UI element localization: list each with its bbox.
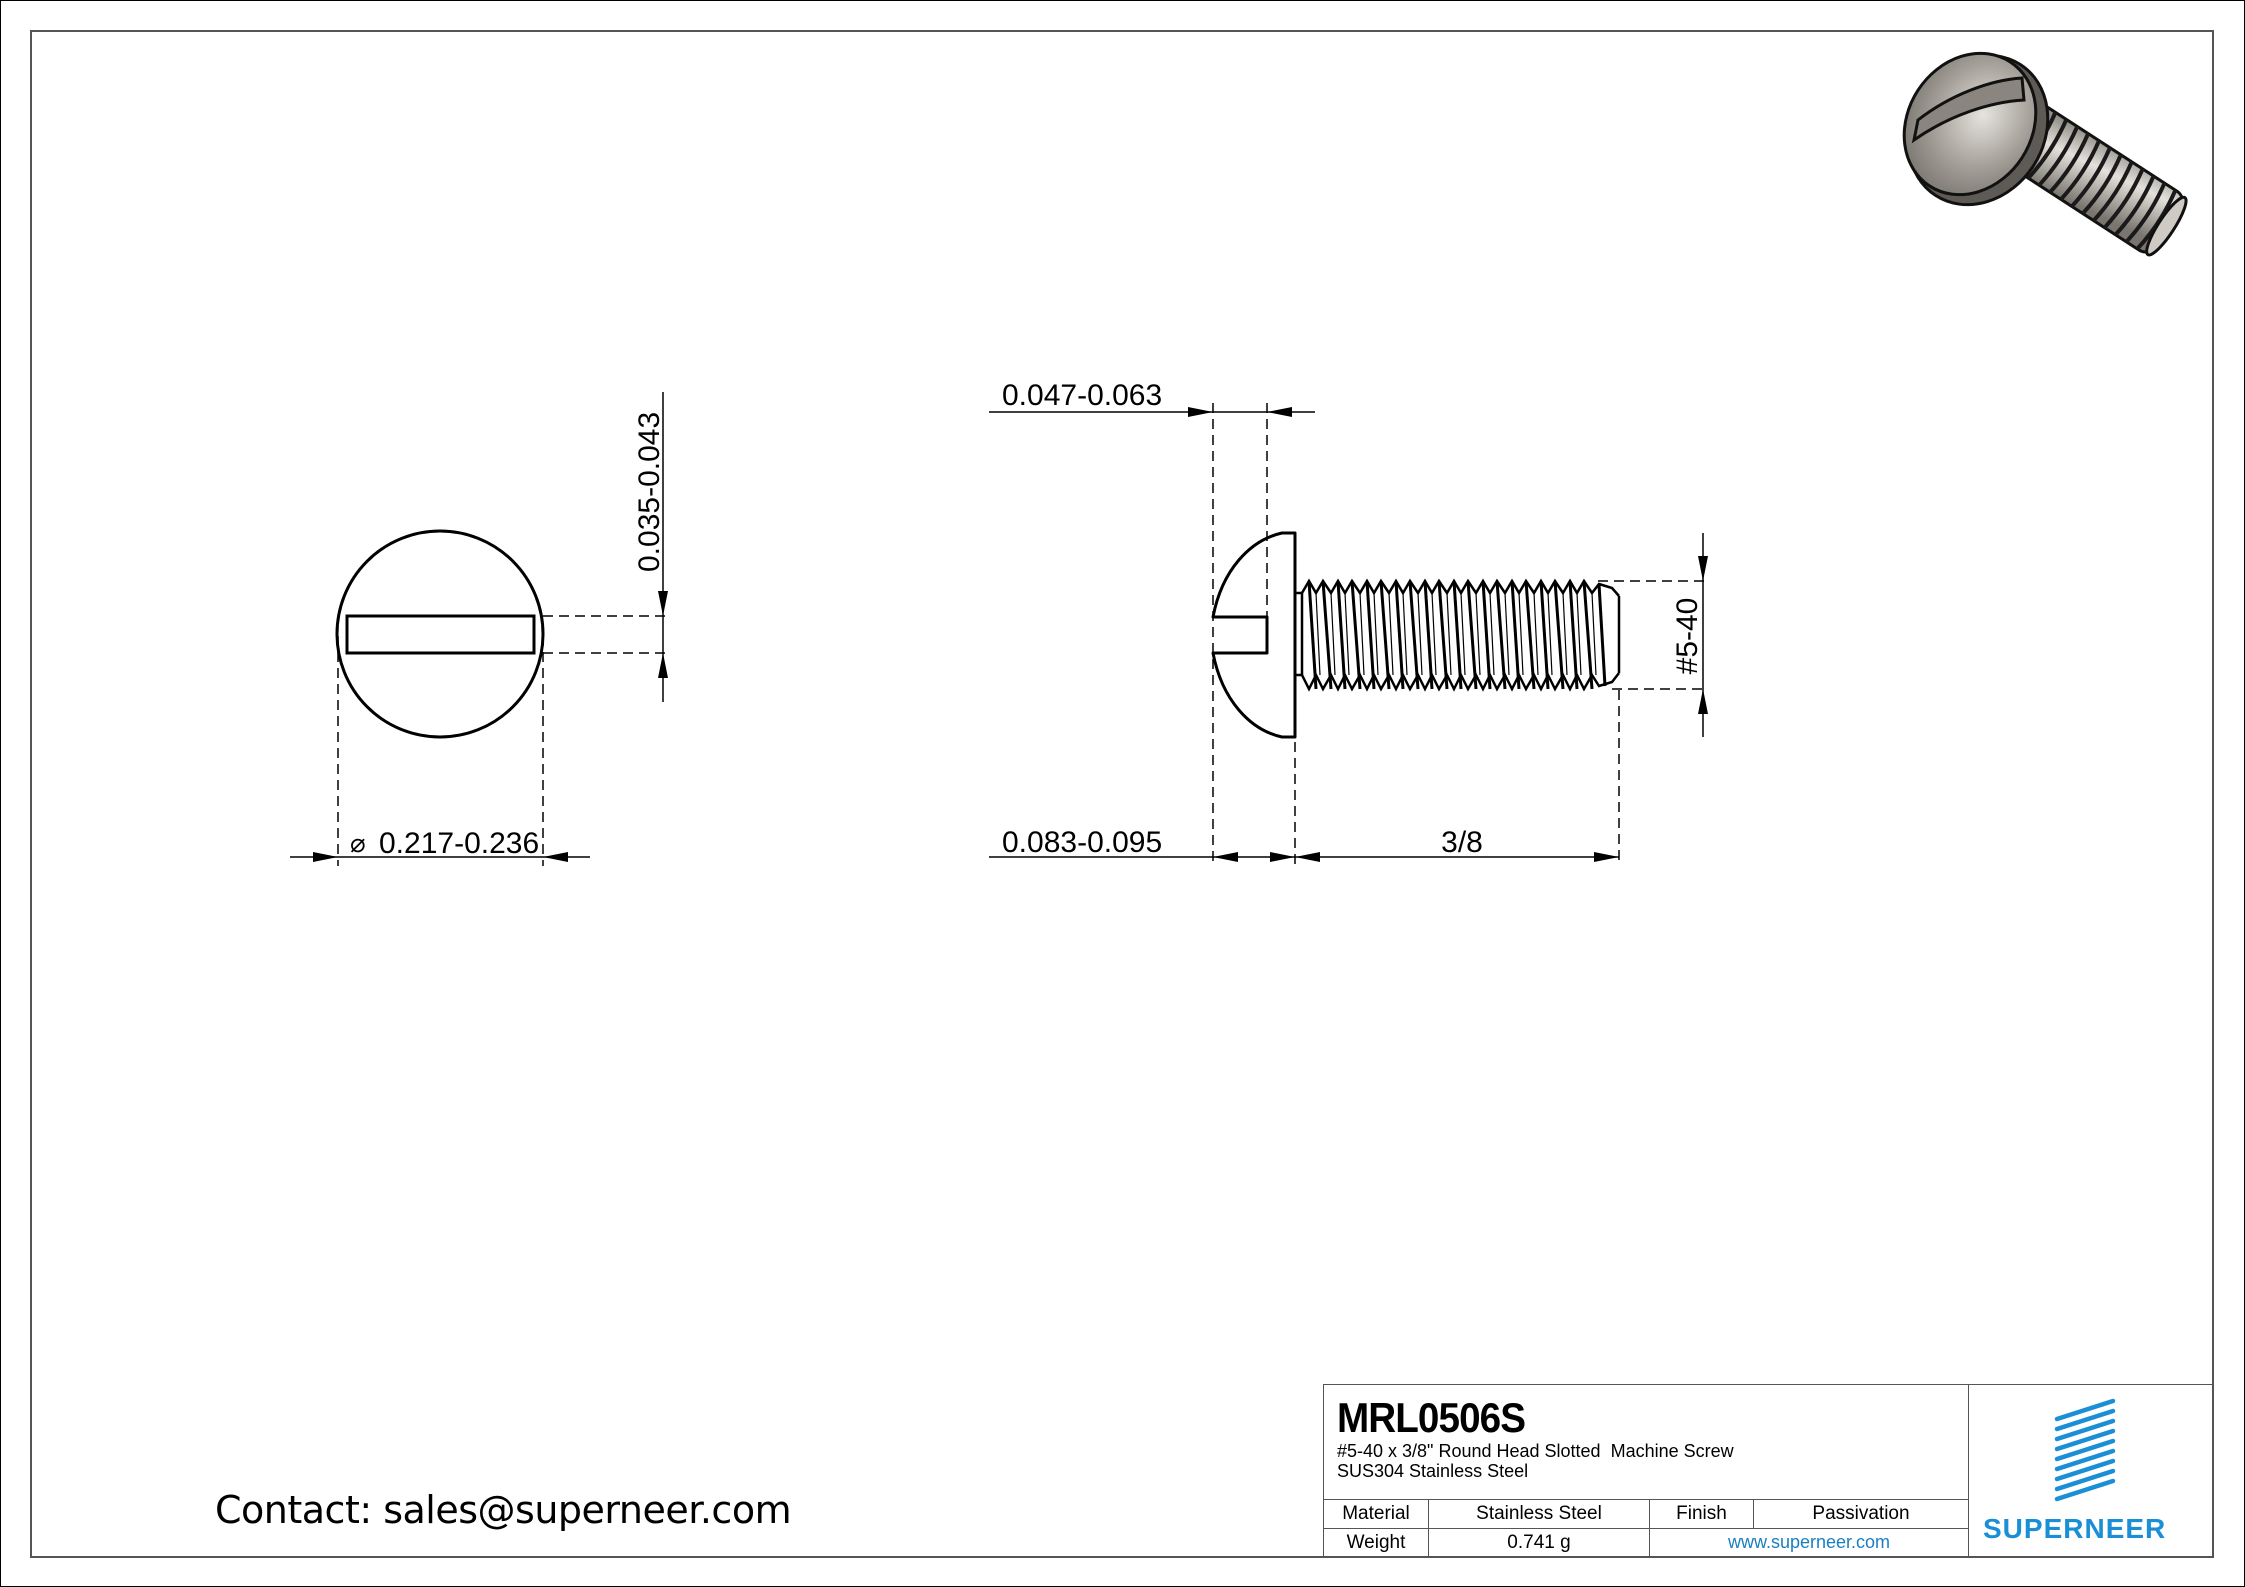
material-label: Material bbox=[1324, 1499, 1428, 1528]
title-block: MRL0506S #5-40 x 3/8" Round Head Slotted… bbox=[1323, 1384, 2213, 1557]
material-value: Stainless Steel bbox=[1428, 1499, 1649, 1528]
thread-size-dimension: #5-40 bbox=[1671, 598, 1704, 675]
inner-border bbox=[30, 30, 2214, 1558]
spec-table: Material Stainless Steel Finish Passivat… bbox=[1324, 1499, 1968, 1556]
part-description: #5-40 x 3/8" Round Head Slotted Machine … bbox=[1337, 1441, 1734, 1461]
finish-value: Passivation bbox=[1753, 1499, 1968, 1528]
website-link[interactable]: www.superneer.com bbox=[1649, 1528, 1968, 1556]
head-outline bbox=[335, 529, 545, 739]
slot-outline bbox=[345, 614, 536, 655]
finish-label: Finish bbox=[1649, 1499, 1753, 1528]
brand-logo: SUPERNEER bbox=[1968, 1385, 2212, 1556]
weight-value: 0.741 g bbox=[1428, 1528, 1649, 1556]
diameter-symbol-icon: ⌀ bbox=[350, 829, 366, 859]
contact-email: Contact: sales@superneer.com bbox=[215, 1488, 792, 1532]
brand-name: SUPERNEER bbox=[1983, 1513, 2167, 1544]
head-height-dimension: 0.083-0.095 bbox=[1002, 826, 1162, 859]
length-dimension: 3/8 bbox=[1441, 826, 1483, 859]
title-block-header: MRL0506S #5-40 x 3/8" Round Head Slotted… bbox=[1324, 1385, 1968, 1499]
iso-screw-render bbox=[1902, 51, 2188, 257]
stripes-logo-icon bbox=[2054, 1398, 2116, 1502]
part-material-spec: SUS304 Stainless Steel bbox=[1337, 1461, 1529, 1481]
side-view: 0.047-0.063 0.083-0.095 3/8 #5-40 bbox=[989, 379, 1708, 866]
head-diameter-dimension: 0.217-0.236 bbox=[379, 827, 539, 860]
slot-width-dimension: 0.035-0.043 bbox=[633, 412, 666, 572]
thread-body bbox=[1295, 578, 1621, 692]
weight-label: Weight bbox=[1324, 1528, 1428, 1556]
slot-depth-dimension: 0.047-0.063 bbox=[1002, 379, 1162, 412]
top-view: 0.035-0.043 ⌀ 0.217-0.236 bbox=[290, 392, 668, 866]
part-number: MRL0506S bbox=[1337, 1394, 1526, 1441]
screw-head bbox=[1211, 531, 1297, 739]
